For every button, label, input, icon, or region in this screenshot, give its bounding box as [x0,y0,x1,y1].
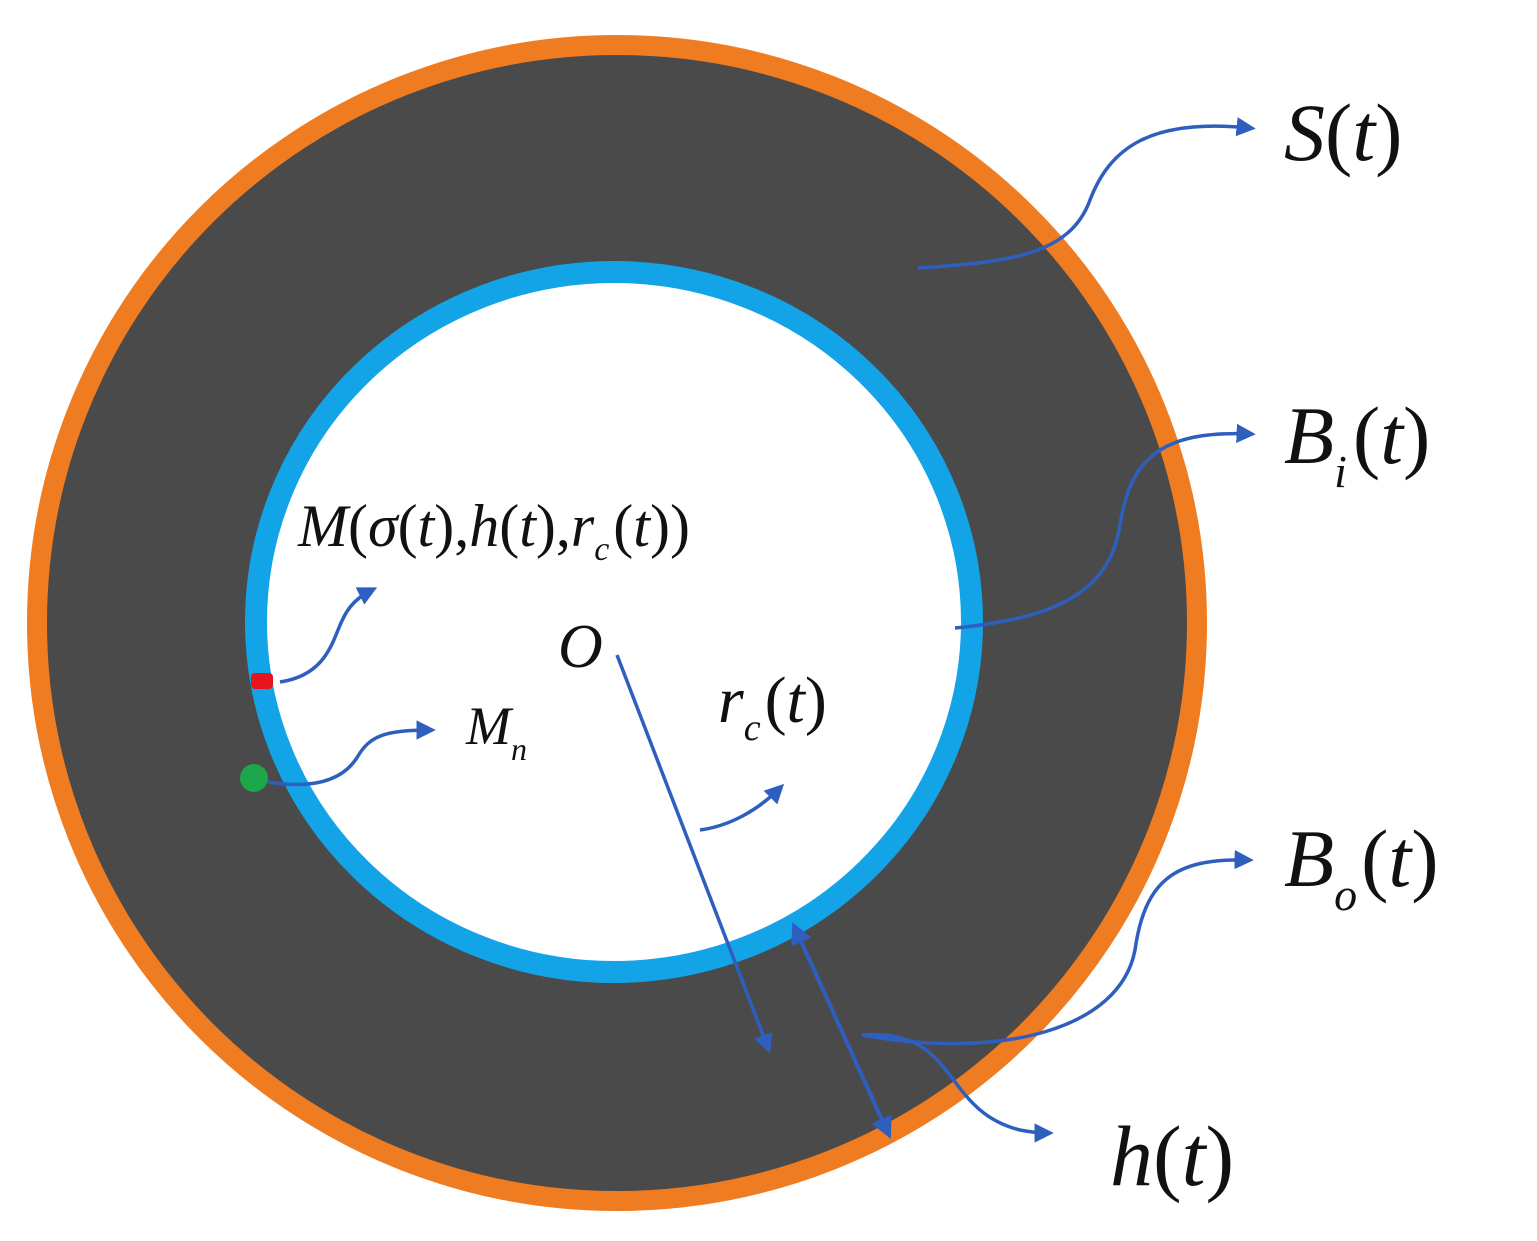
inner-boundary-ring [245,261,983,983]
label-Bi: Bi(t) [1284,390,1430,497]
label-M-point: M(σ(t),h(t),rc(t)) [297,493,690,568]
point-Mn-marker [240,764,268,792]
label-S: S(t) [1284,87,1402,178]
label-h: h(t) [1110,1108,1234,1204]
leader-S [917,117,1256,270]
leader-Mn [267,720,436,787]
label-Bo: Bo(t) [1284,813,1439,920]
point-M-marker [251,673,273,689]
radius-arrow [615,654,773,1054]
leader-Bo [861,850,1254,1046]
label-Mn: Mn [465,696,527,767]
label-center-O: O [558,613,603,681]
leader-Bi [954,423,1256,630]
leader-M [279,587,378,684]
label-rc: rc(t) [718,664,827,749]
leader-h [861,1032,1054,1143]
leader-rc [699,783,785,832]
thickness-double-arrow [791,921,892,1140]
